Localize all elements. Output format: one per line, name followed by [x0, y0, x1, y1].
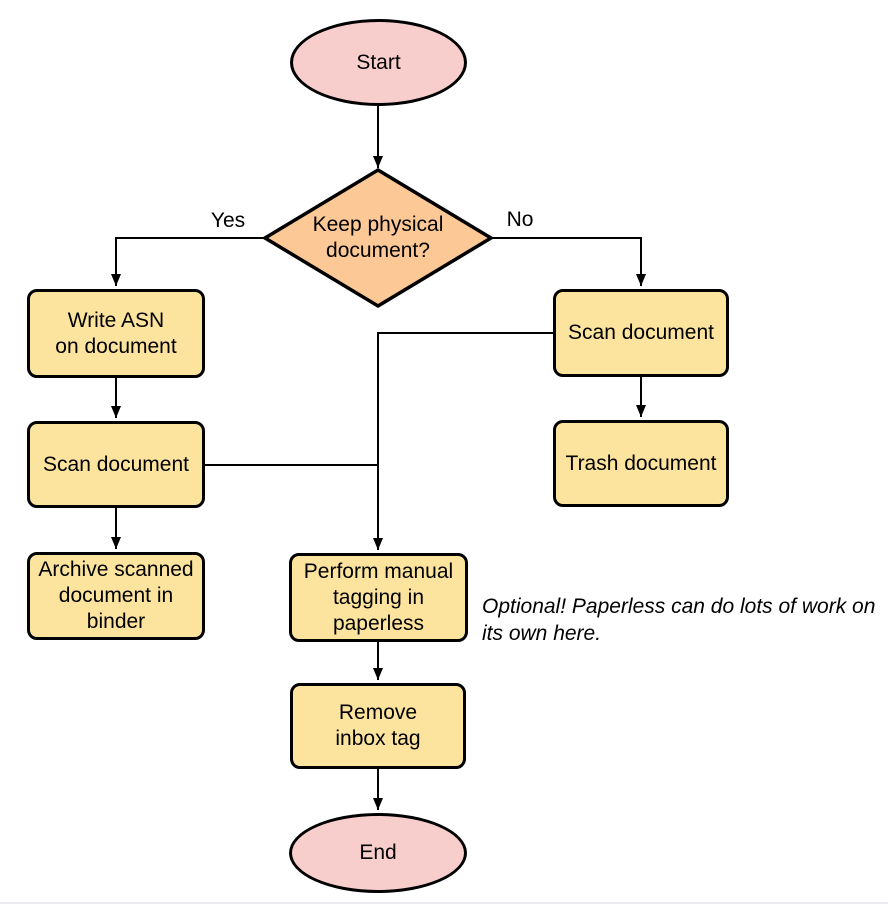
node-decision-label: Keep physical document? — [312, 213, 444, 262]
edge-decision-yes-to-write-asn — [111, 237, 265, 286]
node-trash-document: Trash document — [553, 420, 729, 507]
node-write-asn: Write ASN on document — [27, 289, 205, 378]
node-end: End — [289, 813, 467, 893]
edge-label-no: No — [506, 208, 534, 231]
edge-decision-no-to-scan-right — [491, 237, 646, 286]
edge-label-yes: Yes — [210, 209, 246, 232]
edge-scan-right-to-tagging — [373, 332, 553, 550]
node-scan-document-left: Scan document — [27, 421, 205, 508]
bottom-divider — [0, 902, 888, 904]
node-archive-scanned: Archive scanned document in binder — [27, 552, 205, 640]
node-scan-document-right: Scan document — [553, 289, 729, 377]
decision-diamond-shape — [261, 167, 495, 309]
node-manual-tagging: Perform manual tagging in paperless — [289, 553, 468, 642]
node-start: Start — [290, 19, 467, 106]
node-remove-inbox-tag: Remove inbox tag — [290, 683, 466, 769]
annotation-optional-note: Optional! Paperless can do lots of work … — [482, 595, 876, 645]
